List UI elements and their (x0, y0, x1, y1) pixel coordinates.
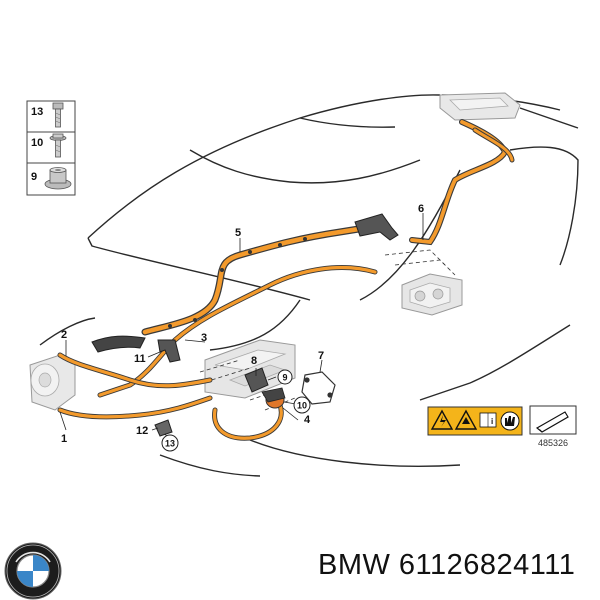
bracket-7 (301, 371, 336, 405)
callout-label: 1 (61, 433, 67, 445)
circled-label: 13 (165, 439, 175, 449)
legend-number: 13 (31, 106, 43, 118)
callout-label: 5 (235, 227, 241, 239)
charger-module (439, 92, 521, 121)
hv-cable-6 (409, 119, 515, 246)
callout-label: 2 (61, 329, 67, 341)
callout-label: 8 (251, 355, 257, 367)
legend-number: 10 (31, 137, 43, 149)
hv-cable-1 (57, 352, 213, 420)
warning-label-panel: i (427, 406, 523, 436)
electric-motor-left (29, 354, 76, 411)
manual-icon: i (479, 412, 497, 428)
bracket-12 (154, 419, 173, 437)
circled-labels: 9 10 13 (161, 369, 311, 452)
parts-legend: 13 10 9 (26, 100, 76, 196)
callout-label: 6 (418, 203, 424, 215)
legend-number: 9 (31, 171, 37, 183)
circled-label: 9 (282, 373, 287, 383)
callout-label: 3 (201, 332, 207, 344)
part-number-caption: BMW 61126824111 (318, 549, 576, 581)
svg-text:i: i (491, 417, 493, 426)
hv-cable-5 (141, 224, 369, 336)
callout-leaders (59, 213, 424, 441)
electric-shock-hand-icon (454, 409, 478, 430)
reference-box (529, 405, 577, 435)
cable-4-connector (261, 387, 286, 409)
hv-cable-3 (97, 265, 378, 398)
bolt-icon (52, 102, 64, 128)
junction-box-right (401, 273, 463, 316)
cable-5-connector (91, 213, 399, 353)
callout-label: 11 (134, 353, 146, 365)
flange-bolt-icon (49, 133, 67, 158)
callout-labels: 2 1 3 4 5 6 7 8 11 12 (61, 203, 424, 445)
callout-label: 7 (318, 350, 324, 362)
hv-cable-4 (212, 402, 284, 441)
no-touch-hand-icon (500, 411, 520, 431)
washer-nut-icon (44, 167, 72, 190)
reference-number: 485326 (538, 438, 568, 448)
bmw-logo-icon (4, 542, 62, 600)
callout-label: 4 (304, 414, 311, 426)
callout-label: 12 (136, 425, 148, 437)
circled-label: 10 (297, 401, 307, 411)
high-voltage-warning-icon (430, 409, 454, 430)
cable-5-clips (168, 237, 307, 328)
